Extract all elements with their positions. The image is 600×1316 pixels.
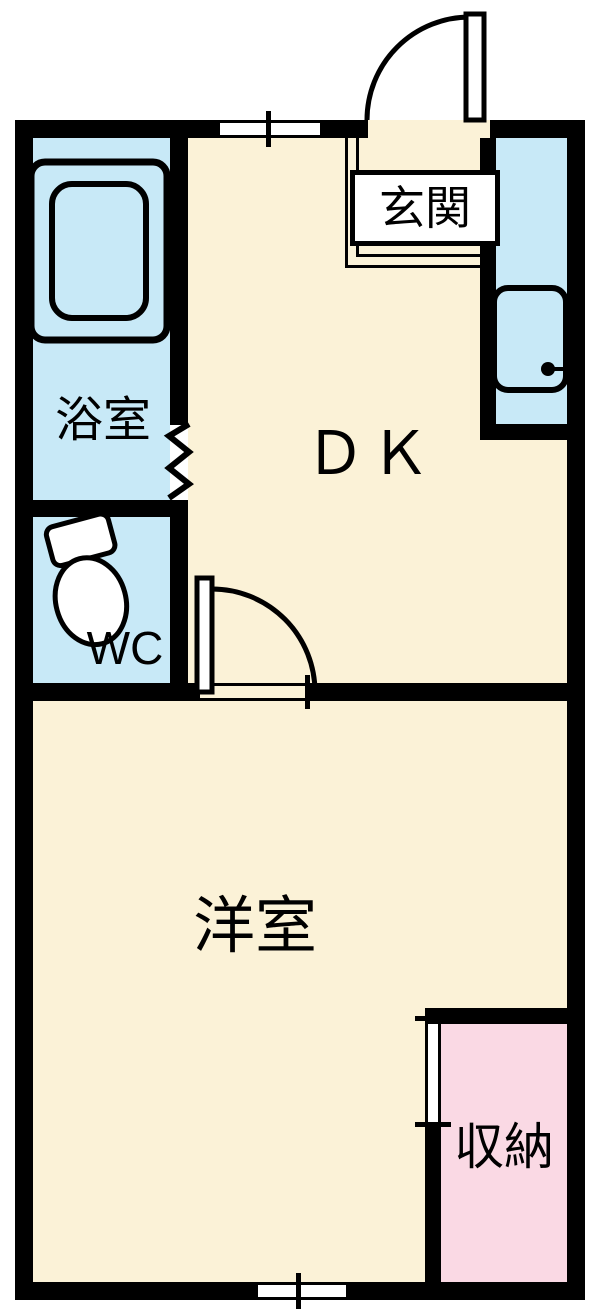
door-opening xyxy=(200,683,310,701)
room-label-western-room: 洋室 xyxy=(192,892,317,961)
window-symbol xyxy=(258,1282,346,1300)
wall xyxy=(15,120,220,138)
wall xyxy=(567,120,585,1300)
wall xyxy=(15,683,200,701)
wall xyxy=(490,120,585,138)
wall xyxy=(33,500,188,517)
floor-closet xyxy=(441,1024,567,1282)
toilet-icon xyxy=(43,512,130,648)
window-tick xyxy=(296,1273,301,1309)
sink-icon xyxy=(491,285,569,393)
wall xyxy=(480,424,567,440)
wall xyxy=(15,120,33,1300)
wall xyxy=(346,1282,585,1300)
room-label-wc: WC xyxy=(86,622,164,674)
window-tick xyxy=(266,111,271,147)
wall xyxy=(425,1127,441,1282)
wall xyxy=(425,1008,567,1024)
wall xyxy=(170,138,188,425)
room-label-genkan: 玄関 xyxy=(350,170,500,246)
wall xyxy=(320,120,368,138)
wall xyxy=(15,1282,258,1300)
floor-kitchen xyxy=(496,138,567,424)
bathtub-icon xyxy=(27,158,171,344)
room-label-bath: 浴室 xyxy=(54,394,151,447)
genkan-step-line xyxy=(356,254,482,257)
window-tick xyxy=(415,1122,451,1127)
entrance-door-swing-icon xyxy=(364,11,487,123)
room-door-swing-icon xyxy=(194,575,318,695)
door-stop-tick xyxy=(305,675,310,709)
room-label-closet: 収納 xyxy=(454,1119,554,1175)
room-label-dk: ＤＫ xyxy=(305,420,435,487)
genkan-step-line xyxy=(345,138,348,268)
wall xyxy=(170,517,188,683)
closet-door-symbol xyxy=(425,1024,441,1124)
folding-door-icon xyxy=(163,421,195,501)
entrance-opening xyxy=(368,120,490,138)
genkan-step-line xyxy=(345,265,482,268)
wall xyxy=(310,683,585,701)
window-tick xyxy=(415,1016,451,1021)
